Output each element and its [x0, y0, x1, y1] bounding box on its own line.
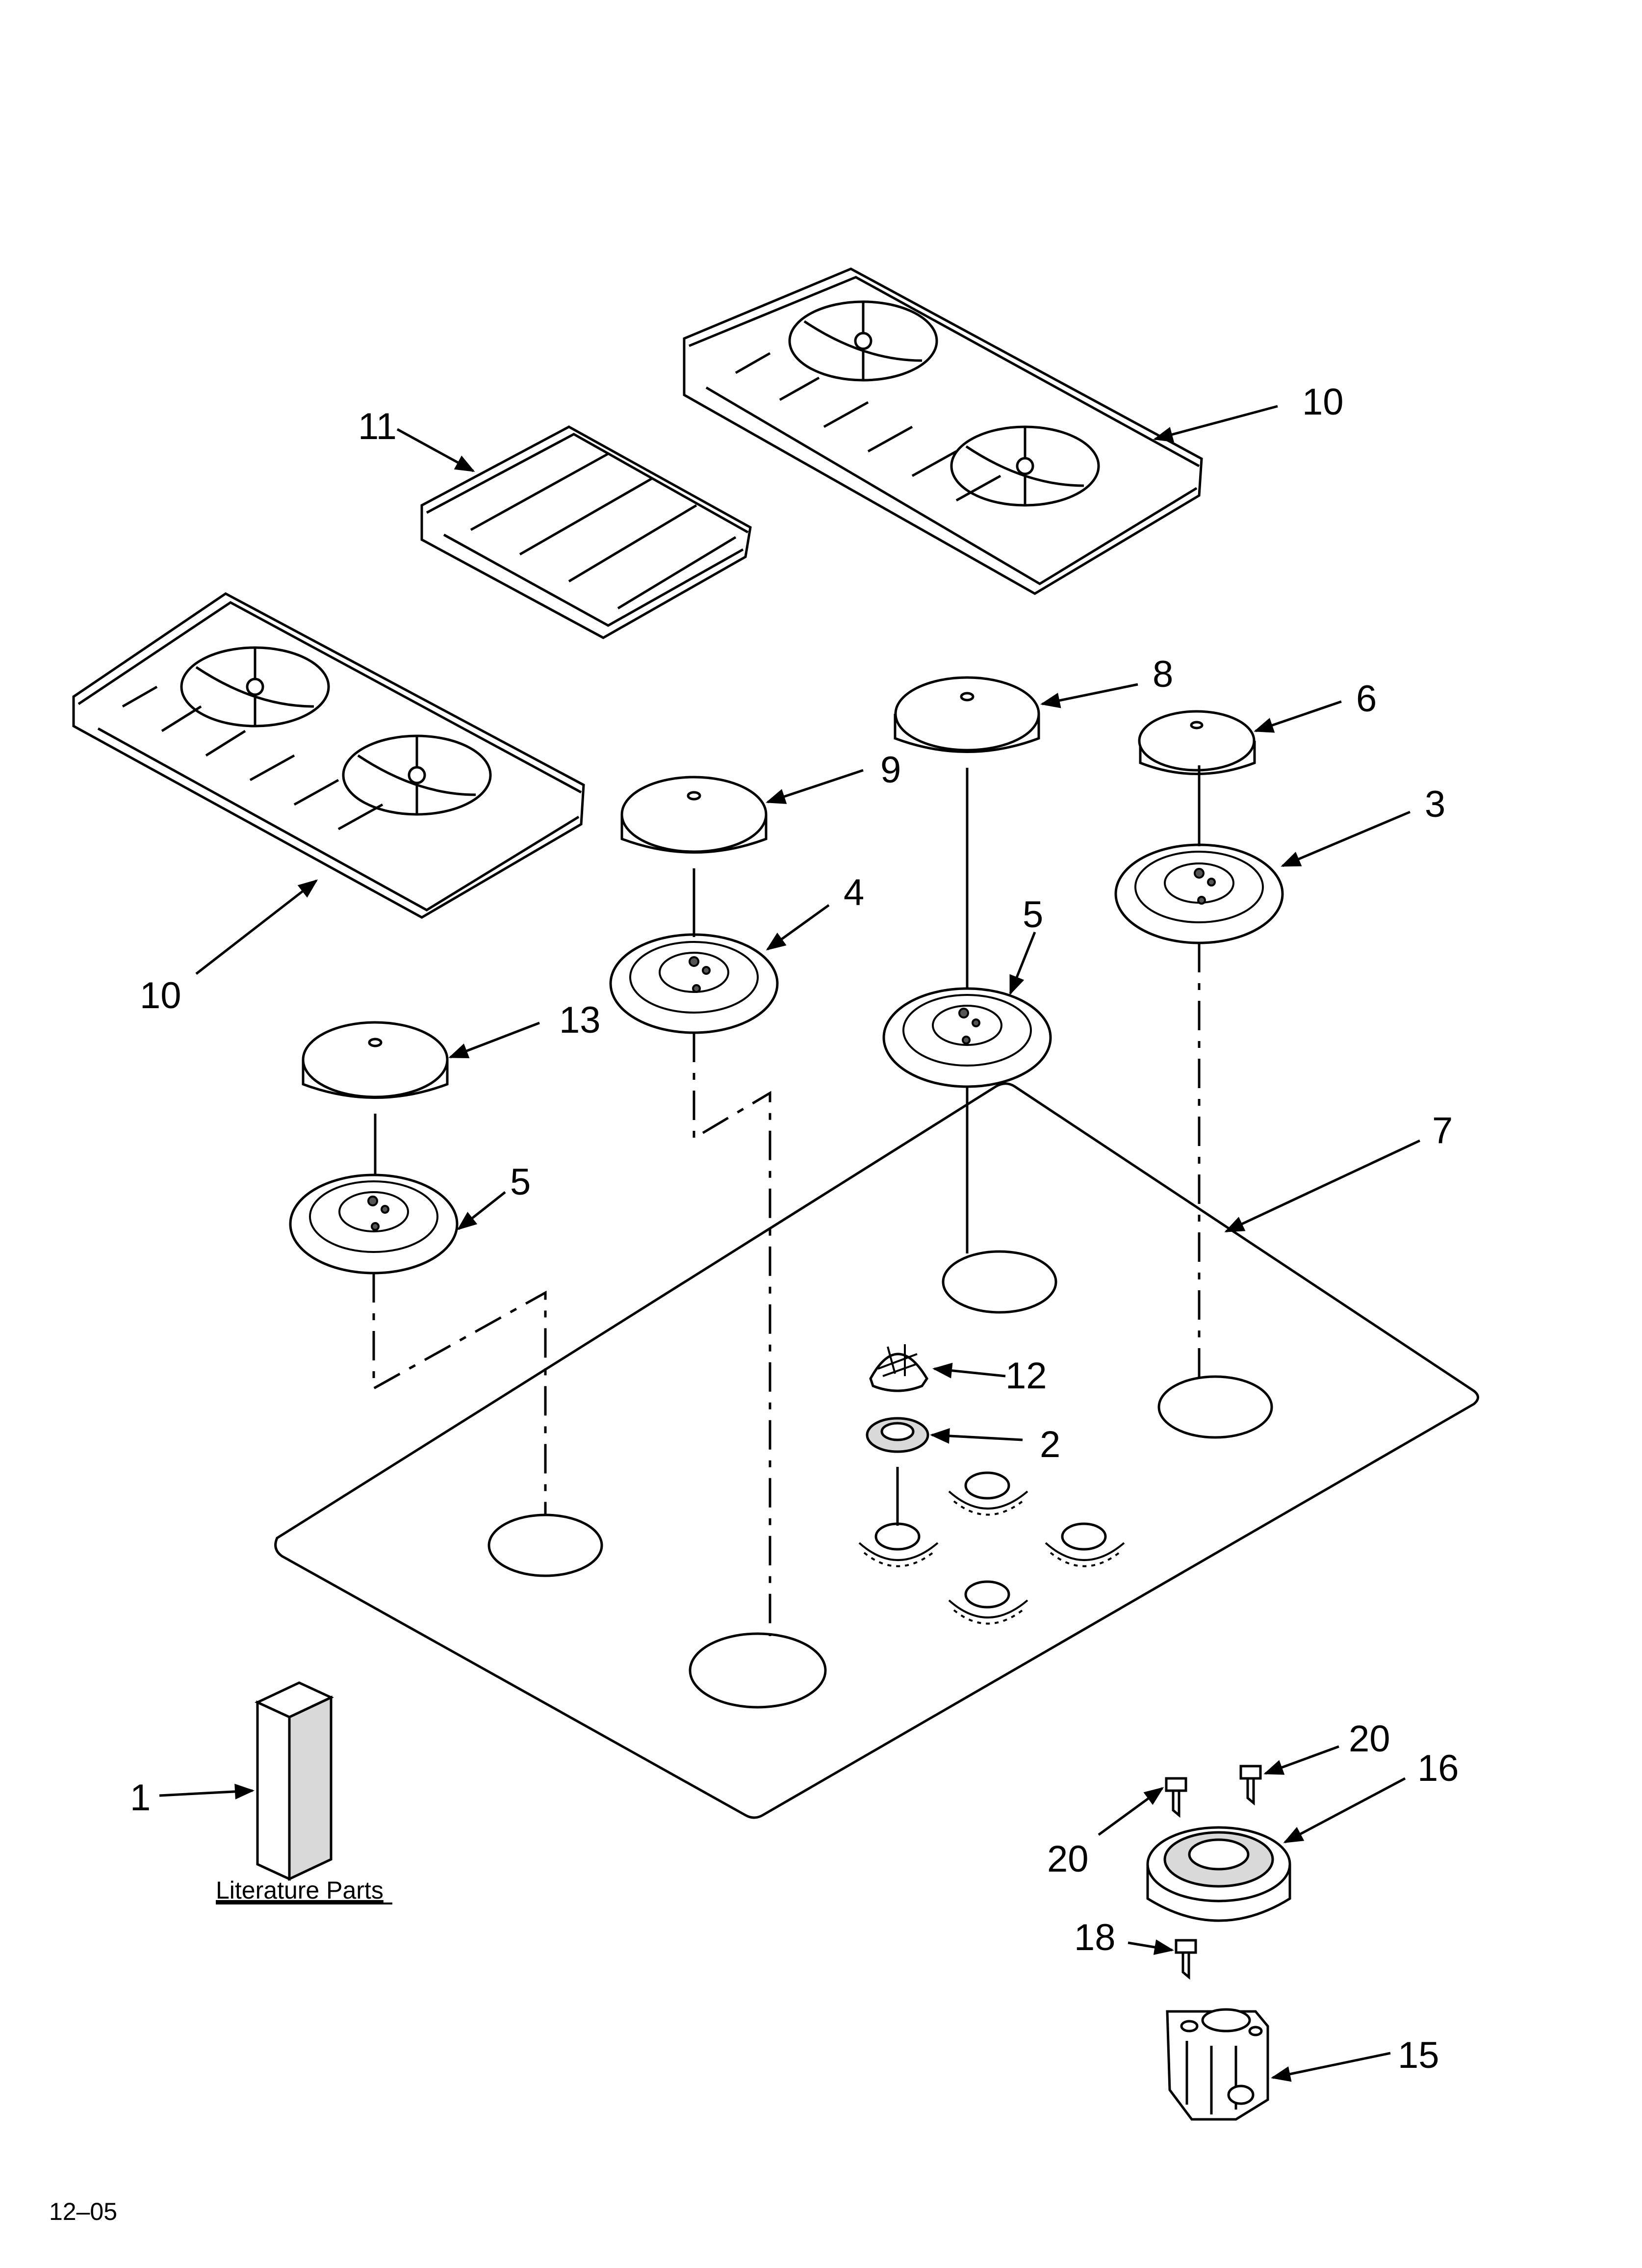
burner-hole-right: [1157, 1375, 1273, 1439]
burner-base-5-center: [882, 987, 1052, 1088]
callout-6: 6: [1356, 678, 1377, 720]
callout-15: 15: [1398, 2034, 1439, 2076]
burner-hole-left: [487, 1513, 603, 1577]
cooktop-glass-panel: [274, 1082, 1479, 1819]
callout-7: 7: [1432, 1110, 1453, 1151]
knob-opening-1: [948, 1471, 1028, 1516]
burner-base-3: [1114, 843, 1284, 944]
leader-lines: [159, 405, 1421, 2082]
burner-cap-9: [620, 776, 768, 854]
callout-18: 18: [1074, 1917, 1116, 1958]
burner-cap-13: [302, 1021, 449, 1099]
burner-hole-front: [689, 1632, 827, 1709]
knob-bezel-2: [866, 1417, 929, 1453]
burner-base-4: [609, 933, 779, 1034]
callout-20-right: 20: [1349, 1718, 1390, 1760]
burner-cap-8: [894, 676, 1040, 753]
assembly-lines: [372, 765, 1201, 1636]
callout-20-left: 20: [1047, 1838, 1089, 1880]
callout-5-center: 5: [1023, 894, 1043, 936]
literature-booklet: [255, 1681, 334, 1881]
knob-opening-2: [858, 1522, 939, 1567]
screw-18: [1175, 1939, 1197, 1980]
callout-13: 13: [559, 999, 601, 1041]
control-knob-12: [869, 1344, 928, 1392]
screw-20-right: [1239, 1765, 1262, 1806]
callout-5-left: 5: [510, 1161, 531, 1203]
knob-opening-4: [948, 1580, 1028, 1625]
callout-3: 3: [1425, 783, 1445, 825]
callout-4: 4: [844, 872, 864, 913]
callout-1: 1: [130, 1777, 151, 1819]
callout-8: 8: [1153, 653, 1173, 695]
literature-parts-label: Literature Parts: [216, 1877, 384, 1904]
callout-11: 11: [358, 406, 397, 447]
burner-base-5-left: [289, 1173, 459, 1275]
burner-housing-15: [1166, 2008, 1269, 2121]
grate-left-double: [72, 592, 585, 919]
callout-16: 16: [1417, 1747, 1459, 1789]
callout-10-left: 10: [140, 975, 181, 1017]
grate-center-single: [420, 425, 752, 639]
callout-9: 9: [880, 749, 901, 791]
date-code: 12–05: [49, 2198, 117, 2225]
callout-labels: 11 10 10 8 6 9 3 4 5 13 5 7 12 2 20 16 2…: [130, 381, 1459, 2076]
callout-12: 12: [1005, 1355, 1047, 1397]
burner-cap-6: [1138, 710, 1256, 775]
callout-2: 2: [1040, 1424, 1060, 1465]
grate-right-double: [683, 267, 1203, 595]
callout-10-right: 10: [1302, 381, 1344, 423]
knob-opening-3: [1045, 1522, 1125, 1567]
burner-hole-center: [942, 1250, 1057, 1314]
screw-20-left: [1165, 1777, 1187, 1818]
burner-ring-16: [1146, 1826, 1291, 1922]
